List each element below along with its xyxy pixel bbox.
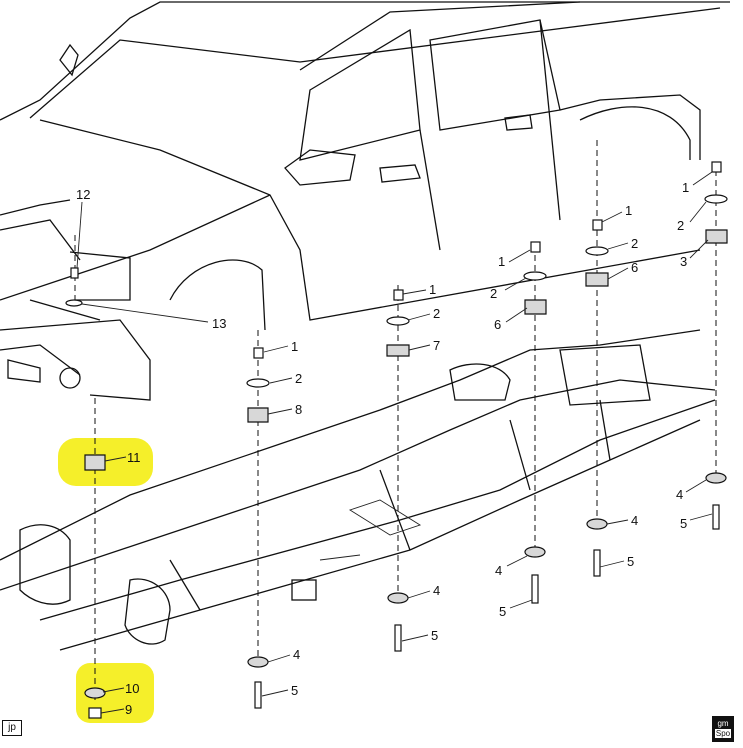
callout-12: 12: [76, 187, 90, 202]
gm-logo: gm Spo: [712, 716, 734, 742]
mount-parts: [65, 161, 728, 719]
callout-5: 5: [431, 628, 438, 643]
callout-8: 8: [295, 402, 302, 417]
callout-13: 13: [212, 316, 226, 331]
callout-4: 4: [293, 647, 300, 662]
callout-1: 1: [429, 282, 436, 297]
vehicle-body: [0, 1, 730, 401]
callout-5: 5: [291, 683, 298, 698]
callout-10: 10: [125, 681, 139, 696]
callout-5: 5: [499, 604, 506, 619]
callout-4: 4: [631, 513, 638, 528]
callout-4: 4: [495, 563, 502, 578]
leader-lines: [76, 171, 713, 714]
callout-4: 4: [676, 487, 683, 502]
callout-3: 3: [680, 254, 687, 269]
logo-text-bottom: Spo: [715, 729, 731, 738]
callout-5: 5: [680, 516, 687, 531]
callout-2: 2: [631, 236, 638, 251]
callout-2: 2: [677, 218, 684, 233]
callout-1: 1: [682, 180, 689, 195]
figure-code-label: jp: [2, 720, 22, 736]
callout-1: 1: [625, 203, 632, 218]
logo-text-top: gm: [717, 719, 729, 728]
callout-labels: 1 2 8 4 5 1 2 7 4 5 1 2 6 4 5 1 2 6 4 5 …: [76, 180, 689, 717]
callout-7: 7: [433, 338, 440, 353]
callout-2: 2: [490, 286, 497, 301]
callout-9: 9: [125, 702, 132, 717]
callout-2: 2: [295, 371, 302, 386]
callout-5: 5: [627, 554, 634, 569]
callout-6: 6: [631, 260, 638, 275]
alignment-lines: [74, 140, 717, 700]
vehicle-frame: [0, 329, 716, 651]
callout-4: 4: [433, 583, 440, 598]
callout-2: 2: [433, 306, 440, 321]
callout-6: 6: [494, 317, 501, 332]
callout-1: 1: [291, 339, 298, 354]
callout-11: 11: [127, 450, 141, 465]
callout-1: 1: [498, 254, 505, 269]
